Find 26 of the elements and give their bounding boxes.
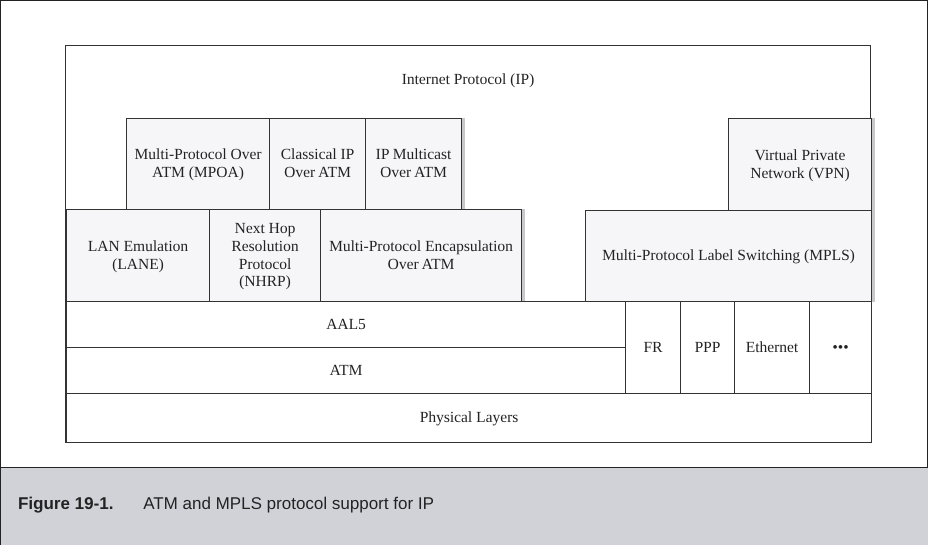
protocol-box [209, 209, 321, 302]
layer-label: PPP [694, 338, 722, 356]
protocol-box [728, 118, 872, 211]
layer-label: ••• [831, 338, 850, 356]
layer-label: Multi-Protocol Over ATM (MPOA) [134, 146, 262, 182]
protocol-box [126, 118, 270, 210]
layer-label: Multi-Protocol Encapsulation Over ATM [328, 238, 514, 274]
protocol-box [585, 210, 872, 302]
layer-label: Ethernet [744, 338, 800, 356]
protocol-box [320, 209, 522, 302]
layer-label: ATM [328, 362, 364, 380]
layer-label: Multi-Protocol Label Switching (MPLS) [601, 247, 856, 265]
protocol-box [269, 118, 366, 210]
layer-box [66, 393, 872, 443]
protocol-box [365, 118, 462, 210]
layer-label: Physical Layers [418, 409, 520, 427]
layer-label: Virtual Private Network (VPN) [749, 146, 851, 182]
layer-label: FR [642, 338, 664, 356]
layer-label: AAL5 [325, 316, 367, 334]
layer-label: Internet Protocol (IP) [400, 71, 536, 89]
protocol-box [66, 209, 210, 302]
layer-label: IP Multicast Over ATM [374, 146, 452, 182]
layer-label: Classical IP Over ATM [280, 146, 356, 182]
layer-label: Next Hop Resolution Protocol (NHRP) [230, 220, 300, 292]
layer-label: LAN Emulation (LANE) [86, 238, 190, 274]
figure-caption: Figure 19-1. ATM and MPLS protocol support for IP [18, 494, 434, 514]
